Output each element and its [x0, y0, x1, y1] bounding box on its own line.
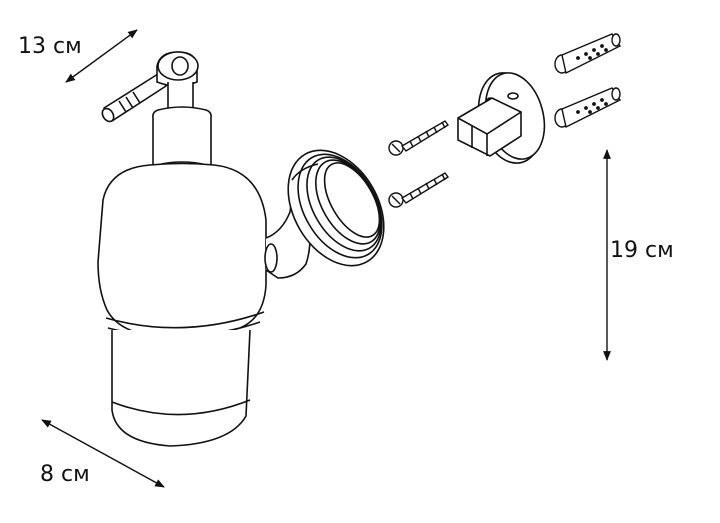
dispenser-body [97, 162, 267, 447]
screw-bottom [388, 172, 450, 208]
width-dimension-arrow [65, 29, 138, 83]
depth-dimension-arrow [41, 419, 165, 488]
mounting-plate [457, 72, 546, 164]
pump-nozzle [101, 73, 167, 123]
wall-bracket [287, 149, 385, 267]
height-label: 19 см [610, 238, 674, 263]
wall-plug-bottom [554, 87, 622, 129]
wall-plug-top [554, 33, 622, 75]
width-label: 13 см [18, 34, 82, 59]
screw-top [388, 120, 450, 156]
depth-label: 8 см [40, 462, 90, 487]
soap-dispenser [97, 51, 311, 447]
